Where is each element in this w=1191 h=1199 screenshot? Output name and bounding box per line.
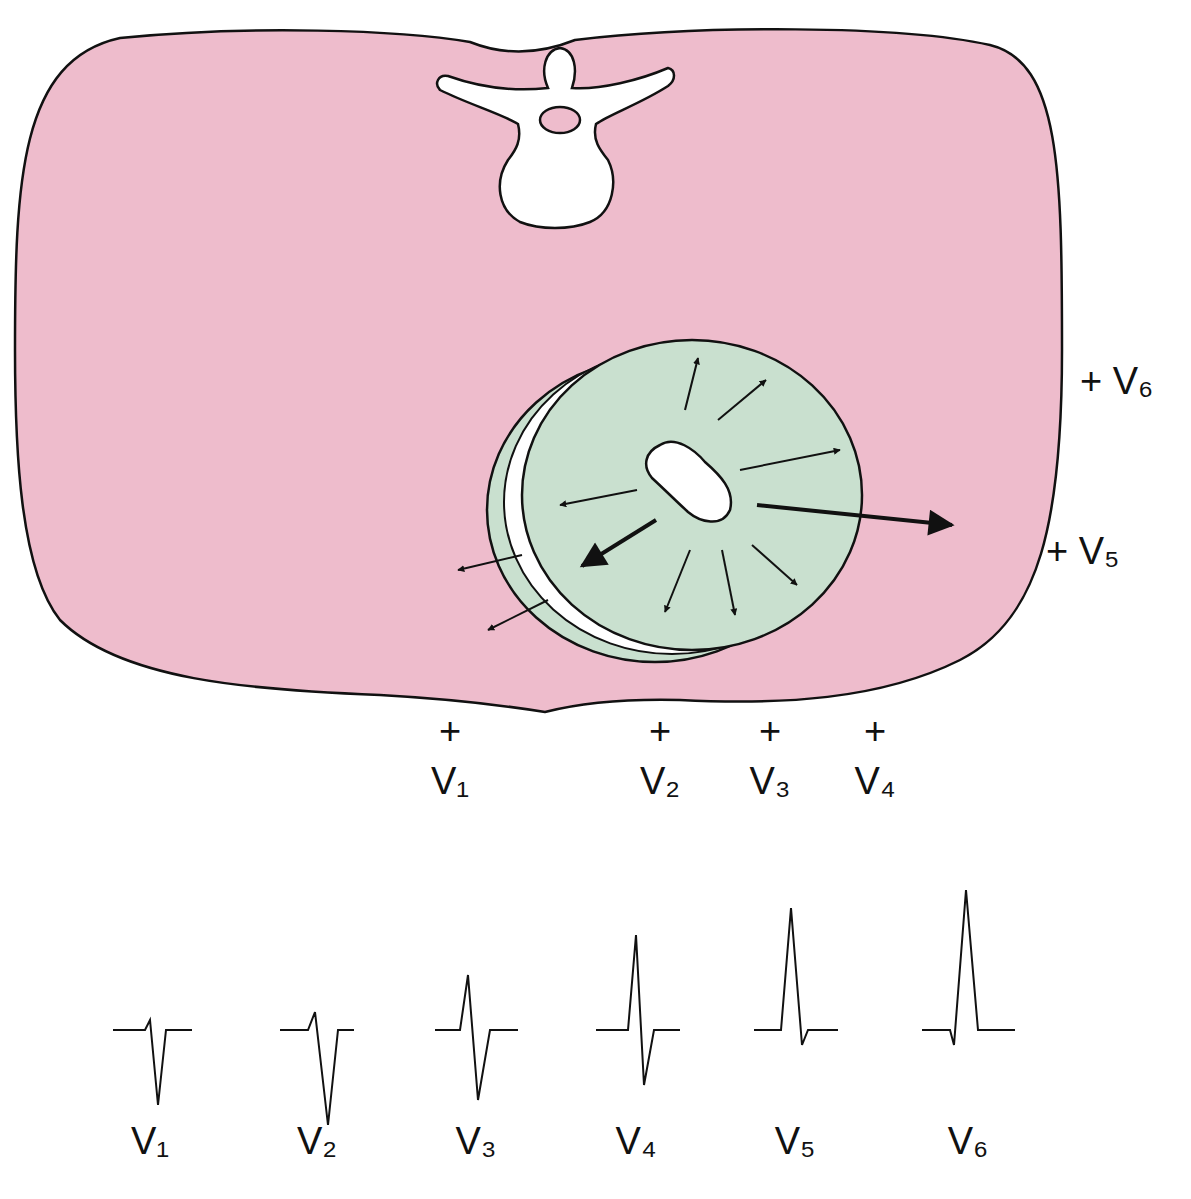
ecg-trace (113, 1020, 192, 1105)
left-ventricle (522, 340, 862, 650)
ecg-trace (754, 908, 838, 1045)
electrode-label: + (439, 712, 461, 750)
electrode-label: V₂ (640, 762, 680, 800)
vector-arrow (560, 490, 637, 505)
ecg-trace (922, 890, 1015, 1045)
vector-arrow (458, 555, 522, 570)
electrode-label: + V₅ (1046, 532, 1119, 570)
lead-label: V₄ (616, 1122, 657, 1160)
vector-arrow-main (757, 505, 952, 525)
lead-label: V₁ (131, 1122, 169, 1160)
vector-arrow (722, 550, 735, 615)
electrode-label: + (649, 712, 671, 750)
electrode-label: + (759, 712, 781, 750)
vector-arrow (665, 550, 690, 612)
spinal-canal (540, 107, 580, 133)
vector-arrow (718, 380, 766, 420)
electrode-label: V₃ (750, 762, 791, 800)
vector-arrow (752, 545, 797, 585)
lead-label: V₃ (456, 1122, 497, 1160)
vector-arrow-main (582, 520, 656, 566)
electrode-label: V₁ (431, 762, 469, 800)
depolarization-vectors (458, 358, 952, 630)
chest-outline (15, 29, 1062, 712)
lead-label: V₆ (948, 1122, 989, 1160)
electrode-label: + V₆ (1080, 362, 1153, 400)
ventricular-cavity (646, 442, 731, 522)
vector-arrow (740, 450, 840, 470)
electrode-label: + (864, 712, 886, 750)
electrode-label: V₄ (855, 762, 896, 800)
ecg-trace (280, 1012, 354, 1125)
vector-arrow (488, 600, 548, 630)
ecg-traces (113, 890, 1015, 1125)
vertebra (437, 48, 674, 228)
ecg-trace (435, 975, 518, 1100)
ecg-trace (596, 935, 680, 1085)
vector-arrow (685, 358, 698, 410)
lead-label: V₅ (775, 1122, 816, 1160)
lead-label: V₂ (297, 1122, 337, 1160)
